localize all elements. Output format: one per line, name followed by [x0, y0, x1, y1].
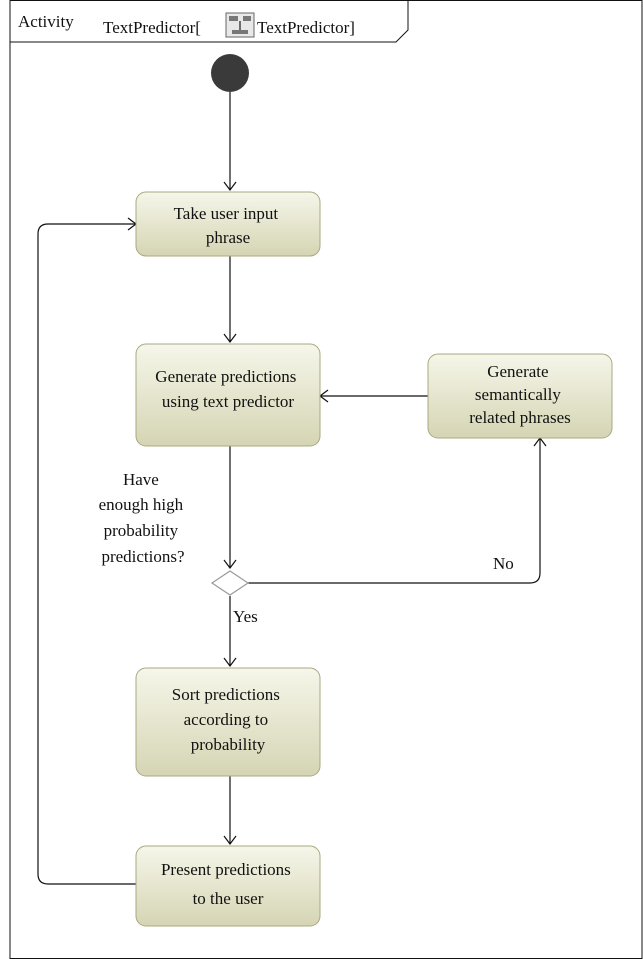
- arrowhead: [223, 559, 237, 569]
- initial-node: [211, 54, 249, 92]
- action-present-predictions: [135, 845, 321, 927]
- decision-question-label: Have enough high probability predictions…: [99, 470, 188, 566]
- edges: [37, 92, 547, 885]
- arrowhead: [223, 835, 237, 845]
- edge-decision-no: [248, 438, 541, 584]
- activity-diagram-icon: [225, 12, 255, 38]
- frame-name-suffix: TextPredictor]: [257, 18, 355, 37]
- action-sort-predictions-label: Sort predictions according to probabilit…: [172, 685, 284, 754]
- activity-frame: [9, 0, 643, 959]
- decision-node: [210, 570, 250, 596]
- action-take-user-input-label: Take user input phrase: [174, 204, 283, 247]
- frame-kind-label: Activity: [18, 12, 74, 31]
- decision-no-label: No: [493, 554, 514, 573]
- arrowhead: [223, 333, 237, 343]
- arrowhead: [223, 181, 237, 191]
- action-generate-semantic-phrases: [427, 353, 613, 439]
- action-sort-predictions: [135, 667, 321, 777]
- action-present-predictions-label: Present predictions to the user: [161, 860, 295, 908]
- decision-yes-label: Yes: [233, 607, 258, 626]
- action-take-user-input: [135, 191, 321, 257]
- action-generate-semantic-phrases-label: Generate semantically related phrases: [469, 362, 570, 427]
- arrowhead: [223, 657, 237, 667]
- frame-name-tab: [10, 0, 409, 43]
- frame-name-prefix: TextPredictor[: [103, 18, 201, 37]
- edge-loop-back: [37, 223, 136, 885]
- action-generate-predictions: [135, 343, 321, 447]
- action-generate-predictions-label: Generate predictions using text predicto…: [155, 367, 300, 411]
